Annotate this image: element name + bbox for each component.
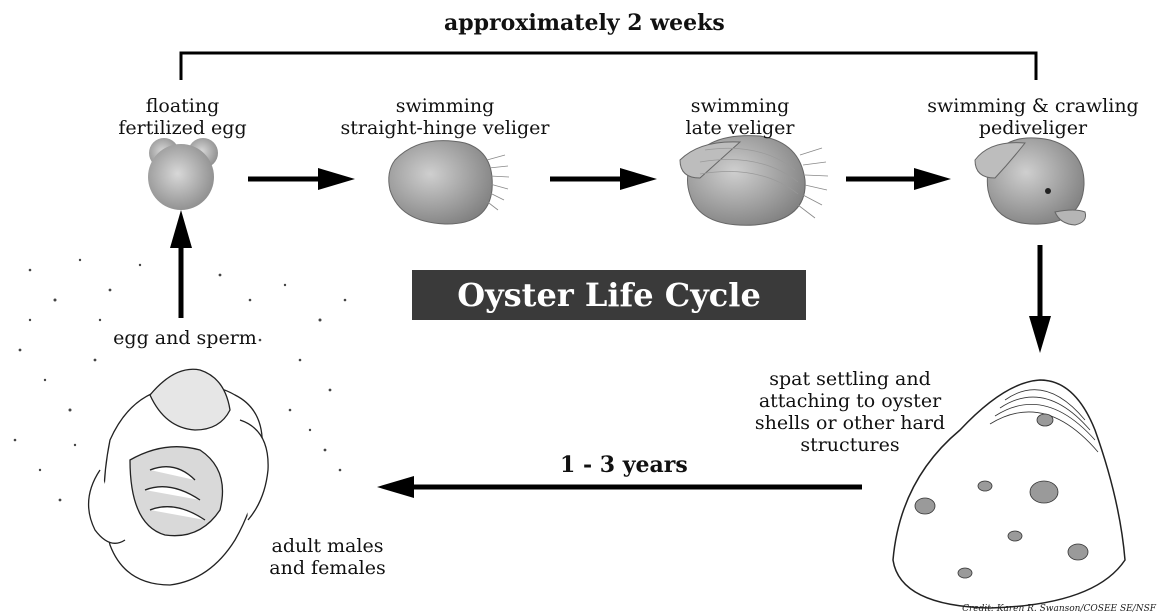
image-credit: Credit: Karen R. Swanson/COSEE SE/NSF <box>962 604 1156 614</box>
stage-label-line: attaching to oyster <box>740 390 960 412</box>
stage-label-adults: adult males and females <box>255 535 400 579</box>
pediveliger-icon <box>975 138 1086 225</box>
bottom-duration-label: 1 - 3 years <box>560 452 688 478</box>
arrow-late-to-pediveliger <box>846 168 951 190</box>
two-week-bracket <box>181 53 1036 80</box>
stage-label-egg: floating fertilized egg <box>110 95 255 139</box>
top-duration-label: approximately 2 weeks <box>444 10 725 36</box>
arrow-spawn-to-egg <box>170 210 192 318</box>
fertilized-egg-icon <box>148 138 218 210</box>
stage-label-line: egg and sperm <box>90 327 280 349</box>
stage-label-line: spat settling and <box>740 368 960 390</box>
stage-label-spawning: egg and sperm <box>90 327 280 349</box>
arrow-spat-to-adults <box>377 476 862 498</box>
stage-label-line: floating <box>110 95 255 117</box>
adult-oyster-cluster-icon <box>89 369 269 585</box>
stage-label-pediveliger: swimming & crawling pediveliger <box>908 95 1158 139</box>
stage-label-straight-hinge: swimming straight-hinge veliger <box>320 95 570 139</box>
stage-label-line: swimming <box>660 95 820 117</box>
stage-label-late-veliger: swimming late veliger <box>660 95 820 139</box>
stage-label-line: swimming <box>320 95 570 117</box>
stage-label-line: fertilized egg <box>110 117 255 139</box>
stage-label-line: shells or other hard <box>740 412 960 434</box>
arrow-pediveliger-to-spat <box>1029 245 1051 353</box>
diagram-title: Oyster Life Cycle <box>412 270 806 320</box>
straight-hinge-veliger-icon <box>389 141 509 224</box>
stage-label-line: structures <box>740 434 960 456</box>
stage-label-line: late veliger <box>660 117 820 139</box>
stage-label-line: swimming & crawling <box>908 95 1158 117</box>
stage-label-line: adult males <box>255 535 400 557</box>
stage-label-line: pediveliger <box>908 117 1158 139</box>
stage-label-line: and females <box>255 557 400 579</box>
stage-label-spat: spat settling and attaching to oyster sh… <box>740 368 960 456</box>
late-veliger-icon <box>680 136 828 226</box>
arrow-veliger-to-late <box>550 168 657 190</box>
stage-label-line: straight-hinge veliger <box>320 117 570 139</box>
arrow-egg-to-veliger <box>248 168 355 190</box>
